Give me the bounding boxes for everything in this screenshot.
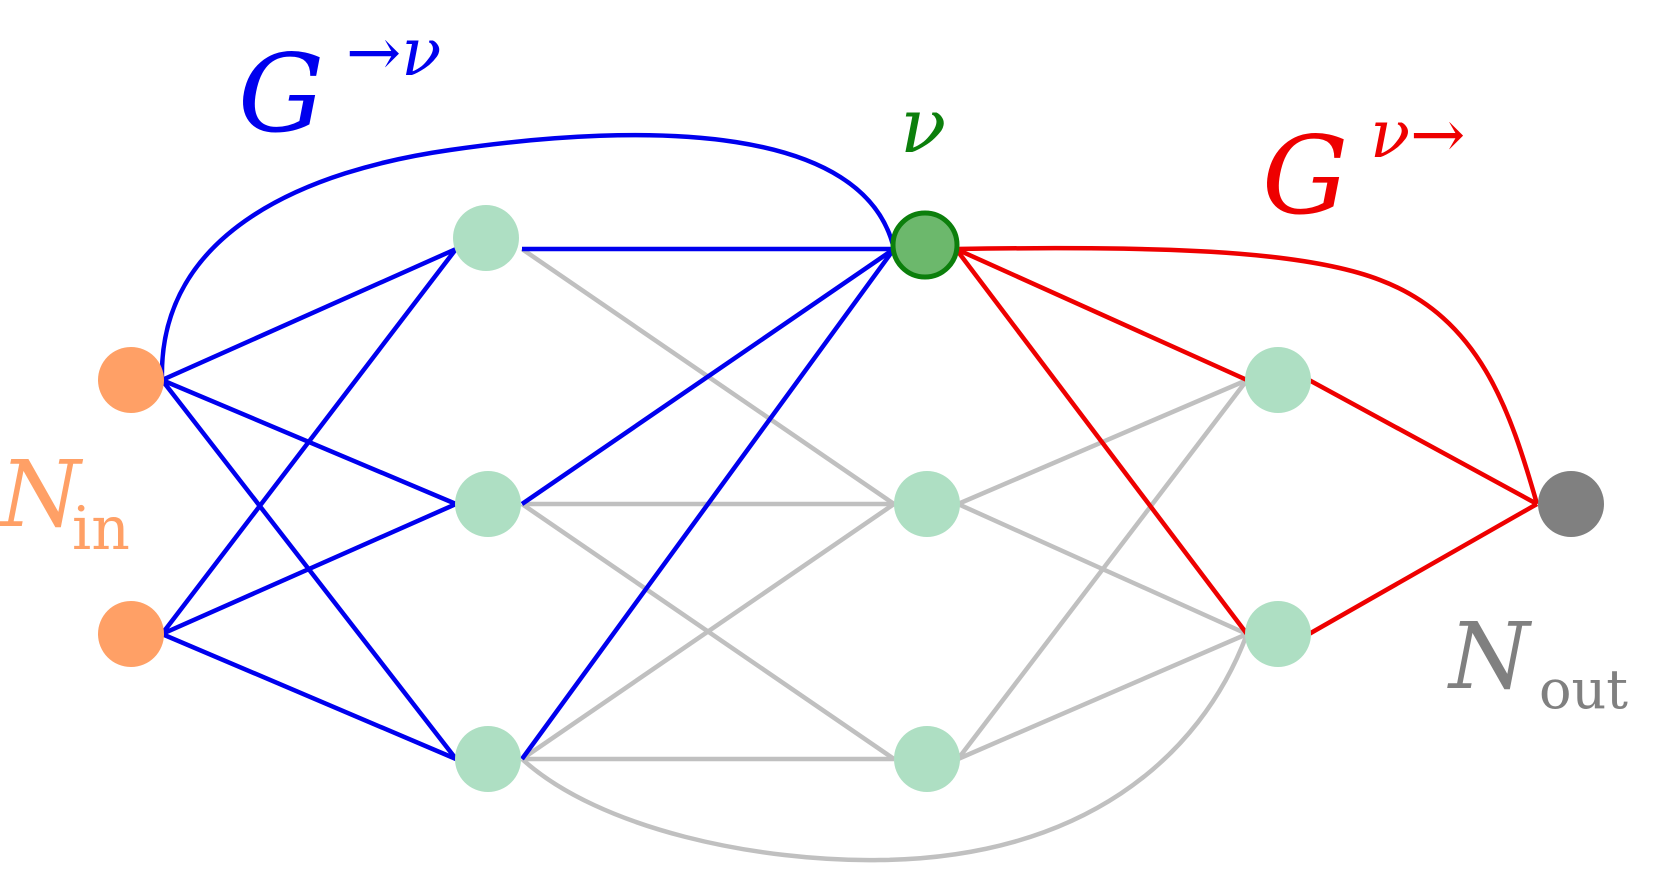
input-node-1 (98, 347, 164, 413)
target-node-v (890, 210, 960, 280)
label-outputs-sub: out (1539, 658, 1628, 721)
label-from-target-sup: ν→ (1370, 96, 1465, 173)
label-to-target-sup: →ν (346, 14, 441, 91)
edge-h2c-to-h3a (956, 378, 1249, 761)
label-target-node: ν (900, 81, 946, 170)
edge-in2-to-h1a (160, 247, 458, 636)
edge-h2c-to-h3b (957, 631, 1248, 762)
edge-in1-to-h1a (161, 246, 457, 383)
hidden-node-h1a (453, 205, 519, 271)
label-inputs-sub: in (72, 494, 130, 564)
edge-h3a-to-out (1307, 378, 1539, 506)
edge-v-to-out (955, 245, 1540, 505)
edge-h1c-to-h2b (520, 502, 896, 761)
edge-in2-to-h1c (161, 631, 457, 762)
hidden-node-h2c (894, 726, 960, 792)
nodes-layer (98, 205, 1604, 792)
edge-h1c-to-h3b (520, 633, 1250, 863)
hidden-node-h3a (1245, 347, 1311, 413)
edge-h1c-to-v (520, 247, 896, 761)
edge-h1b-to-v (520, 247, 896, 506)
hidden-node-h1b (455, 471, 521, 537)
edge-h3b-to-out (1307, 502, 1539, 636)
label-to-target: G →ν (238, 14, 441, 157)
output-node (1538, 471, 1604, 537)
edges-layer (159, 132, 1540, 863)
hidden-node-h2b (894, 471, 960, 537)
label-to-target-base: G (238, 32, 324, 157)
edge-in1-to-v (159, 132, 897, 381)
label-inputs-base: N (0, 441, 84, 548)
edge-v-to-h3b (954, 247, 1249, 636)
edge-in2-to-h1b (161, 501, 457, 637)
label-outputs: N out (1447, 603, 1628, 721)
label-from-target-base: G (1262, 114, 1348, 239)
hidden-node-h1c (455, 726, 521, 792)
hidden-node-h3b (1245, 601, 1311, 667)
input-node-2 (98, 601, 164, 667)
label-from-target: G ν→ (1262, 96, 1465, 239)
label-inputs: N in (0, 441, 130, 564)
edge-v-to-h3a (955, 246, 1248, 383)
label-outputs-base: N (1447, 603, 1533, 710)
